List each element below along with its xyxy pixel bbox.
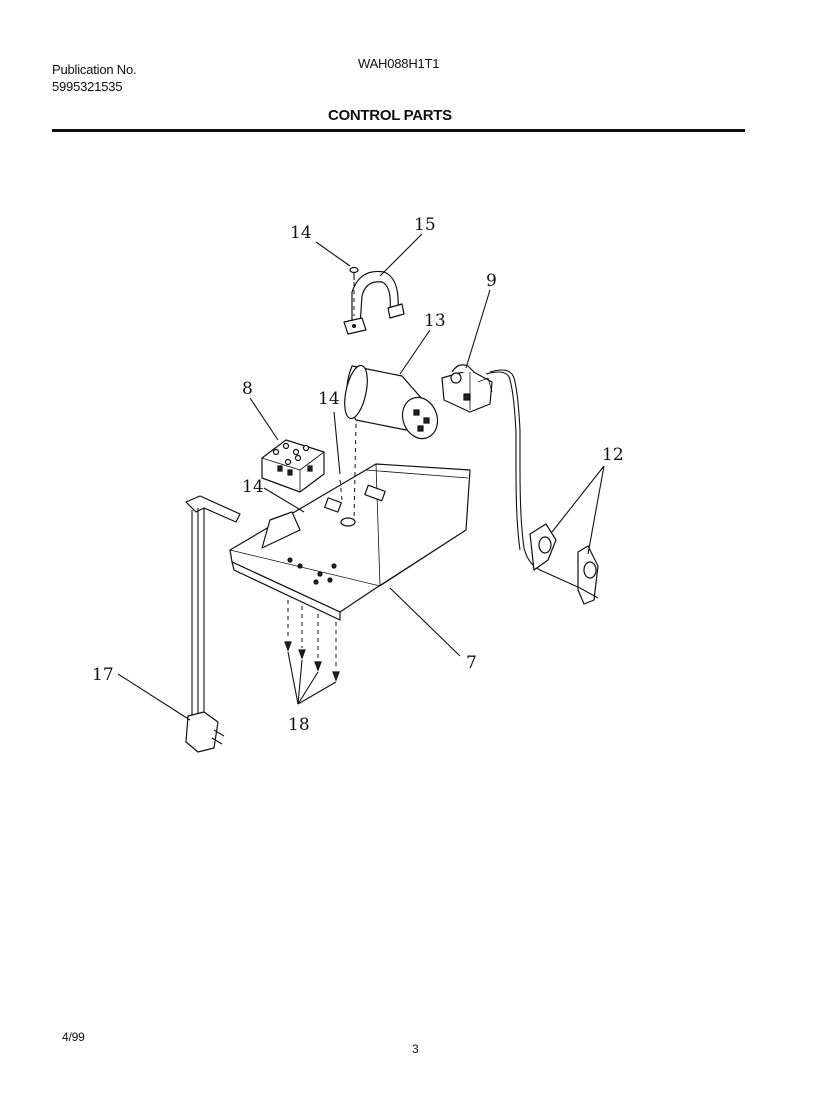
footer-date: 4/99 xyxy=(62,1030,85,1044)
publication-label: Publication No. xyxy=(52,62,137,77)
callout-13: 13 xyxy=(424,311,446,331)
capacitor-strap xyxy=(343,270,405,335)
bracket-screws xyxy=(284,600,340,682)
callout-18: 18 xyxy=(288,715,310,735)
callout-14-left: 14 xyxy=(242,477,264,497)
callout-17: 17 xyxy=(92,665,114,685)
callout-15: 15 xyxy=(414,215,436,235)
callout-14-top: 14 xyxy=(290,223,312,243)
callout-8: 8 xyxy=(242,379,253,399)
thermostat xyxy=(441,364,541,571)
relay xyxy=(261,439,325,493)
header-rule xyxy=(52,129,745,132)
model-number: WAH088H1T1 xyxy=(358,56,440,71)
callout-9: 9 xyxy=(486,271,497,291)
power-cord xyxy=(185,495,241,753)
capacitor xyxy=(344,364,439,440)
tube-clips xyxy=(529,523,599,605)
screw-top xyxy=(349,266,359,280)
callout-7: 7 xyxy=(466,653,477,673)
leader-lines xyxy=(117,233,605,721)
page-number: 3 xyxy=(412,1042,419,1056)
assembly-lines xyxy=(339,282,357,521)
callout-12: 12 xyxy=(602,445,624,465)
control-bracket xyxy=(229,463,471,621)
publication-number: 5995321535 xyxy=(52,79,123,94)
callout-14-middle: 14 xyxy=(318,389,340,409)
page-title: CONTROL PARTS xyxy=(328,107,452,124)
